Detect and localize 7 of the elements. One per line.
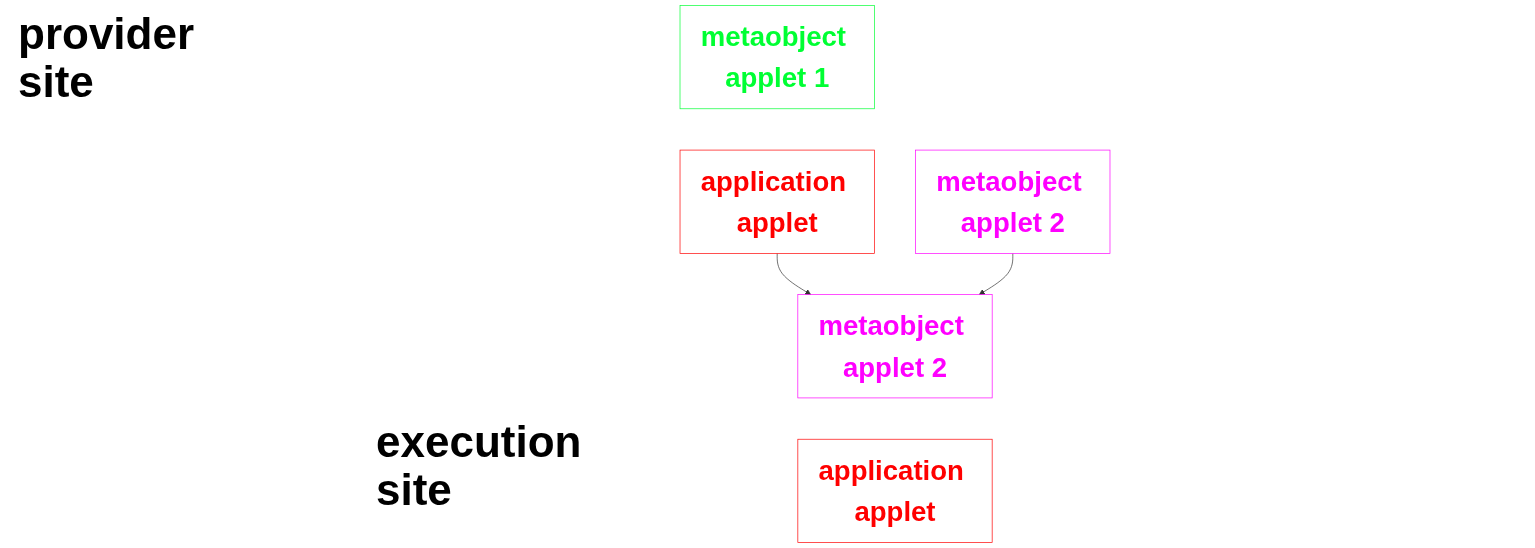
node-box: metaobject applet 1 (679, 5, 875, 110)
node-box: metaobject applet 2 (915, 149, 1111, 254)
site-label: execution site (376, 418, 583, 514)
node-box: application applet (797, 438, 993, 543)
site-label: provider site (18, 10, 196, 106)
node-box: metaobject applet 2 (797, 294, 993, 399)
node-box: application applet (679, 149, 875, 254)
